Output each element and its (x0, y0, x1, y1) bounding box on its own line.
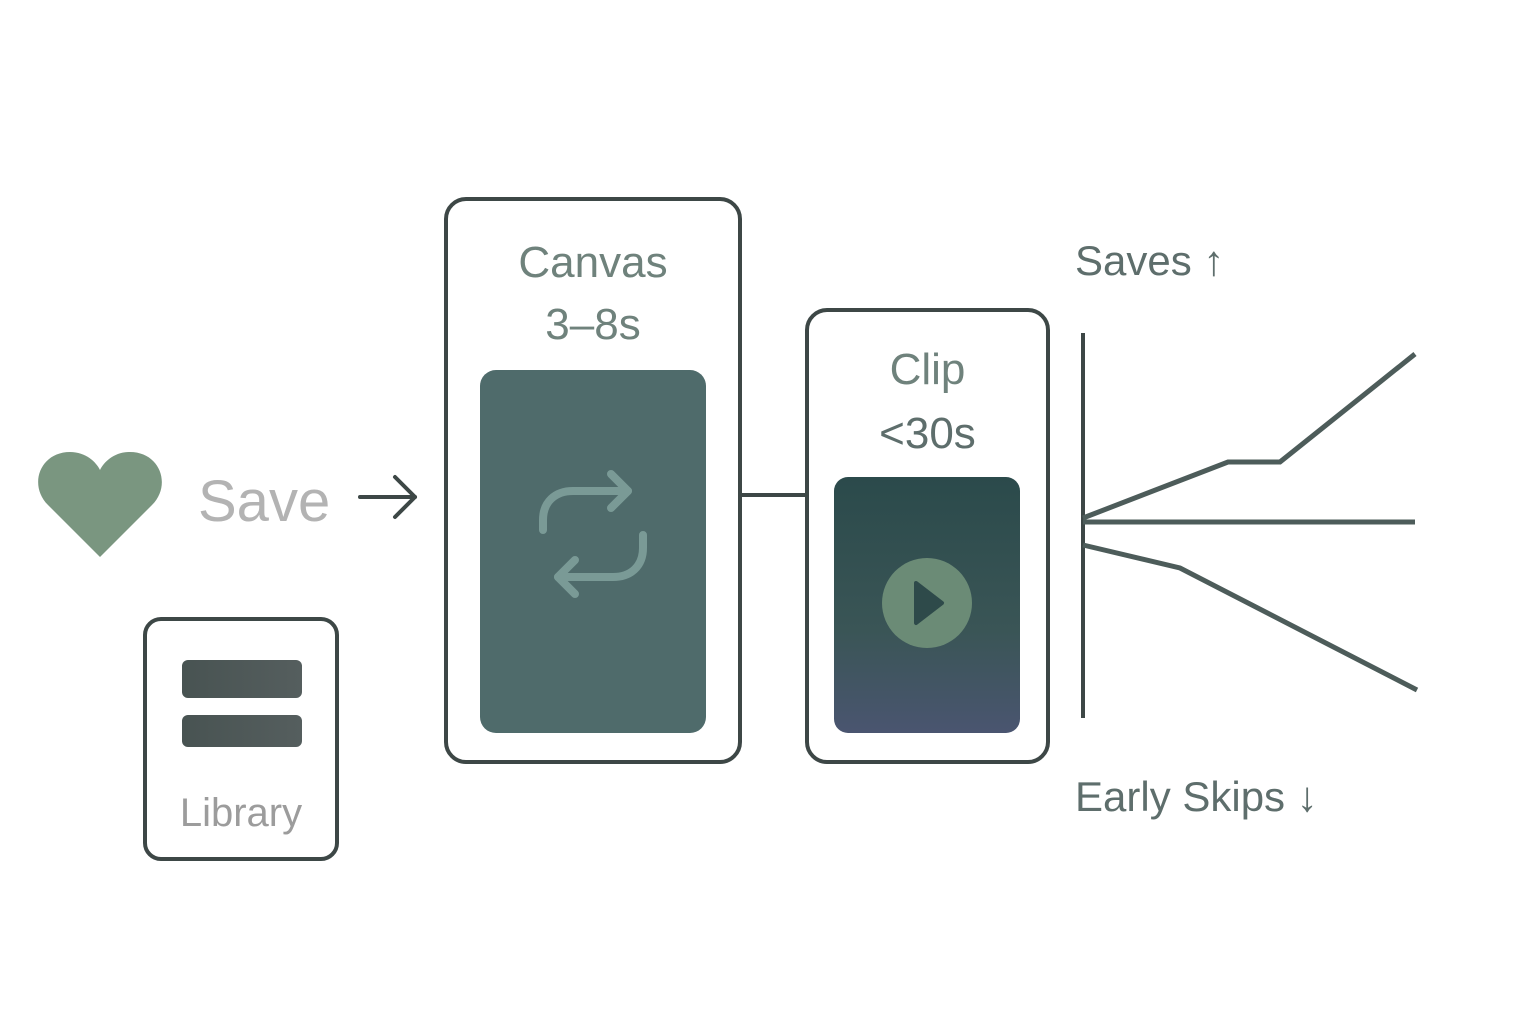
library-box[interactable]: Library (143, 617, 339, 861)
library-label: Library (179, 791, 303, 835)
repeat-icon (539, 470, 647, 598)
canvas-title: Canvas (518, 238, 668, 287)
arrow-right-icon (358, 475, 417, 519)
save-label: Save (198, 469, 331, 534)
trend-down-line (1082, 542, 1419, 693)
clip-duration: <30s (879, 409, 976, 458)
canvas-card[interactable]: Canvas 3–8s (444, 197, 742, 764)
library-icon-bar (182, 715, 302, 747)
early-skips-down-label: Early Skips ↓ (1075, 773, 1318, 820)
canvas-duration: 3–8s (545, 300, 641, 349)
trend-up-line (1082, 352, 1417, 521)
library-icon-bar (182, 660, 302, 698)
heart-icon (38, 452, 162, 557)
clip-card[interactable]: Clip <30s (805, 308, 1050, 764)
saves-up-label: Saves ↑ (1075, 237, 1225, 284)
canvas-preview (480, 370, 706, 733)
clip-title: Clip (889, 345, 966, 394)
play-icon[interactable] (834, 477, 1020, 733)
clip-preview[interactable] (834, 477, 1020, 733)
